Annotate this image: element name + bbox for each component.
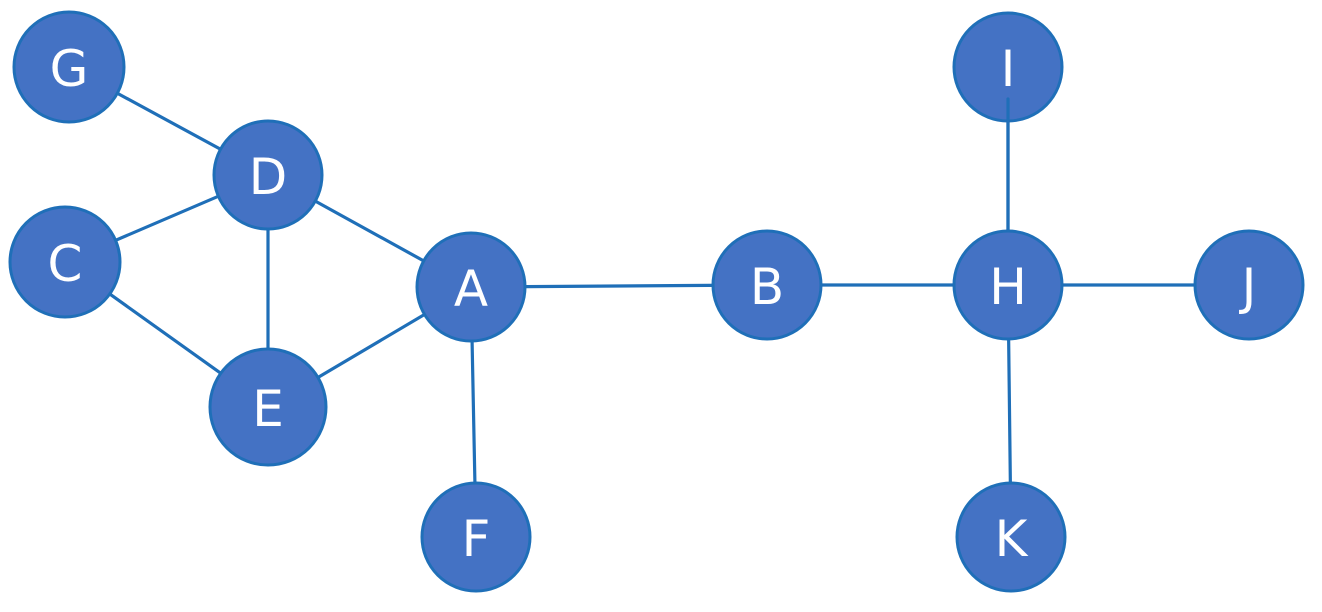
node-label-d: D [249, 148, 288, 206]
node-j: J [1193, 229, 1305, 341]
node-e: E [208, 347, 328, 467]
nodes-layer: G D C E A F B H I J K [8, 10, 1305, 593]
node-label-f: F [462, 510, 491, 568]
node-h: H [952, 229, 1064, 341]
node-circle-g [12, 10, 126, 124]
node-label-j: J [1239, 258, 1257, 316]
node-circle-e [208, 347, 328, 467]
node-k: K [955, 481, 1067, 593]
node-c: C [8, 205, 122, 319]
node-circle-j [1193, 229, 1305, 341]
node-circle-a [415, 231, 527, 343]
node-circle-b [711, 229, 823, 341]
node-a: A [415, 231, 527, 343]
node-label-b: B [750, 258, 784, 316]
node-f: F [420, 481, 532, 593]
node-label-h: H [989, 258, 1027, 316]
node-label-a: A [454, 260, 488, 318]
node-b: B [711, 229, 823, 341]
node-g: G [12, 10, 126, 124]
node-circle-f [420, 481, 532, 593]
node-circle-d [212, 119, 324, 231]
node-label-c: C [48, 235, 83, 293]
node-d: D [212, 119, 324, 231]
node-circle-k [955, 481, 1067, 593]
node-label-i: I [1001, 40, 1016, 98]
node-label-g: G [50, 40, 89, 98]
node-label-k: K [995, 510, 1029, 568]
node-label-e: E [252, 380, 284, 438]
node-circle-c [8, 205, 122, 319]
